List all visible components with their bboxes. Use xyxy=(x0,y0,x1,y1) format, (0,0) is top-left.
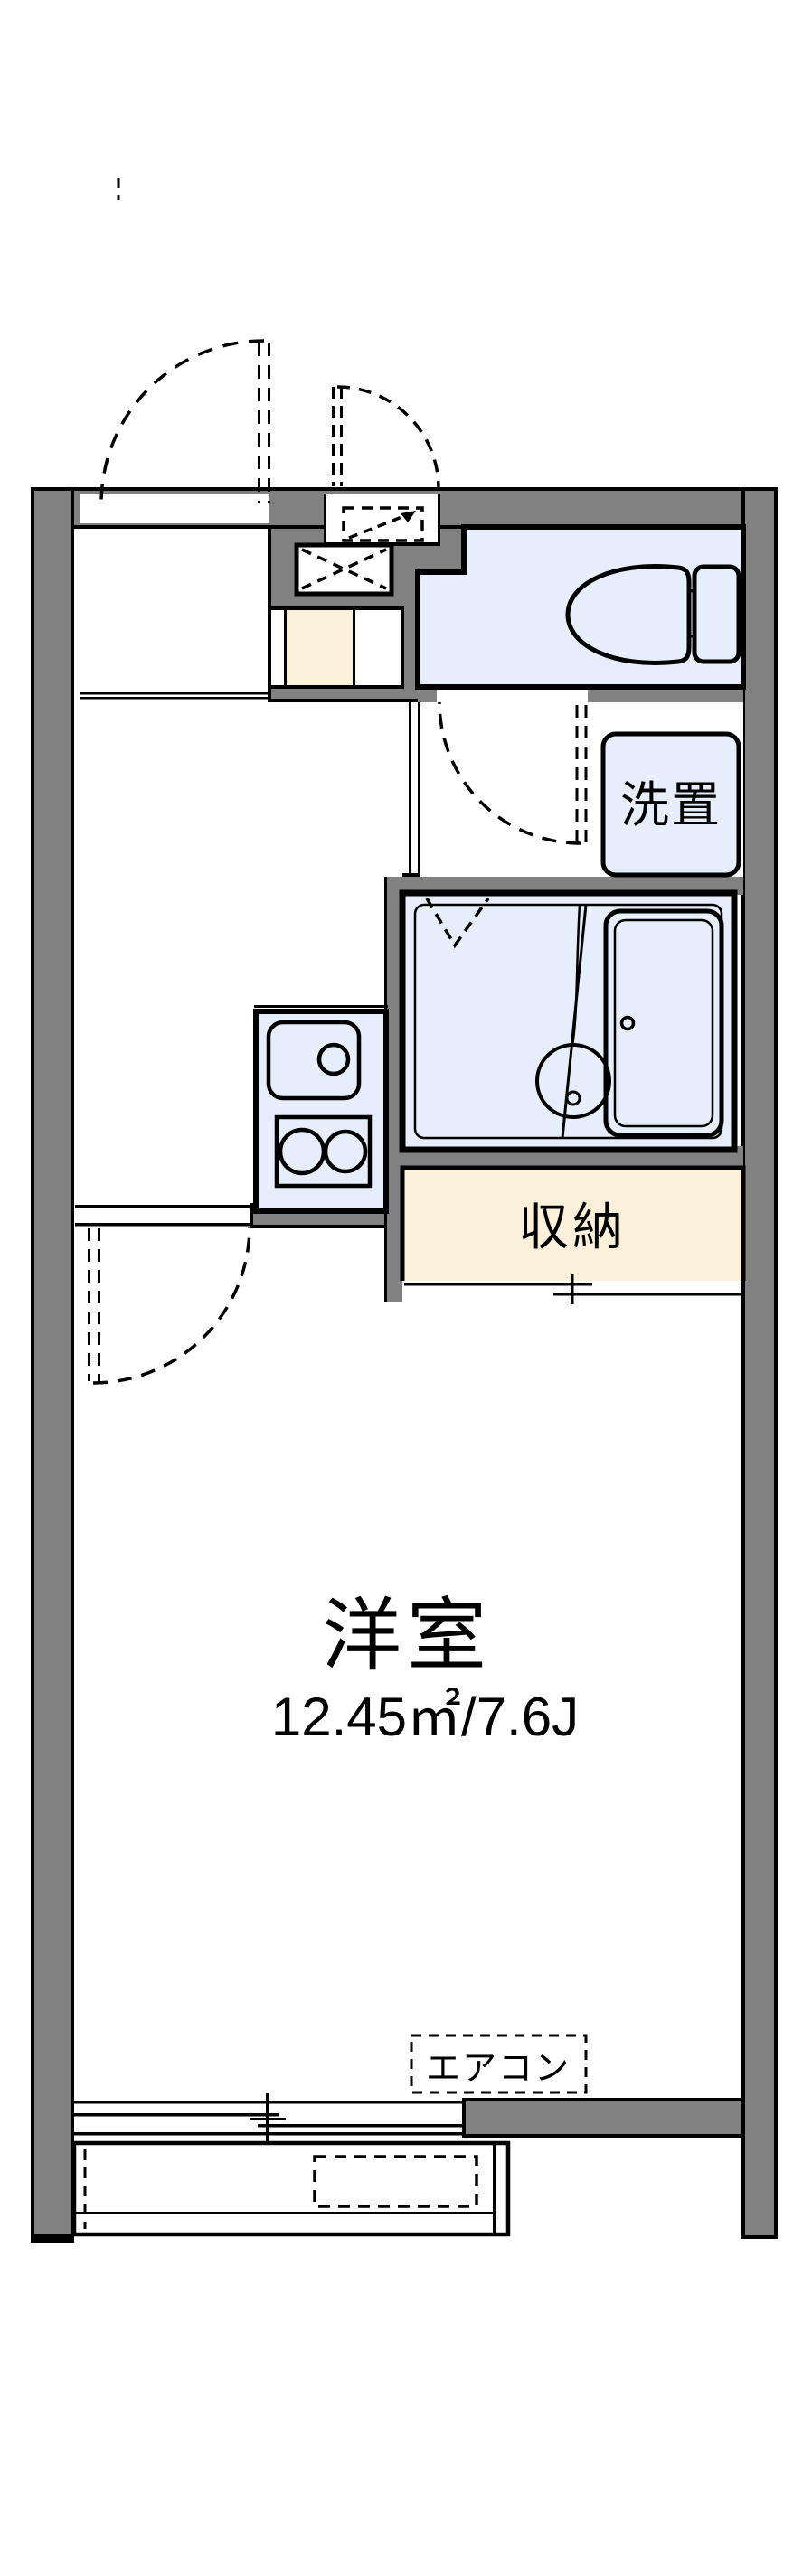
balcony-outline xyxy=(71,2140,511,2237)
entrance-step-line-upper xyxy=(80,692,271,695)
window-lock-tick xyxy=(250,2118,286,2120)
shoe-box-cross-2 xyxy=(301,548,387,590)
western-room-area-label: 12.45㎡/7.6J xyxy=(271,1687,579,1747)
toilet-room xyxy=(415,524,746,702)
toilet-bowl xyxy=(565,564,692,665)
entrance-cabinet xyxy=(268,606,404,689)
bathroom xyxy=(399,889,738,1153)
toilet-door-opening xyxy=(437,690,588,702)
wall-right xyxy=(741,487,778,2239)
storage-sliding-door-left xyxy=(404,1283,592,1286)
meter-door-leaf xyxy=(332,387,343,486)
wall-left xyxy=(31,487,74,2243)
washroom-door-swing-arc xyxy=(438,701,581,845)
western-room: 洋室 12.45㎡/7.6J xyxy=(271,1591,579,1747)
wall-left-end-cap xyxy=(33,2234,74,2242)
meter-hatch-arrowhead xyxy=(401,511,416,522)
entrance-door-swing-arc xyxy=(99,339,265,504)
entrance-doors xyxy=(99,178,440,504)
bath-basin-drain xyxy=(565,1090,581,1106)
entrance-opening xyxy=(80,494,269,523)
aircon-dashed-box xyxy=(410,2034,588,2094)
bathroom-floor xyxy=(399,889,738,1153)
washroom: 洗置 xyxy=(409,701,743,878)
kitchen-stove xyxy=(274,1114,373,1189)
bathtub xyxy=(603,908,724,1138)
bath-door-swing xyxy=(425,897,490,949)
kitchen-faucet xyxy=(316,1042,351,1076)
shoe-box-cross-1 xyxy=(301,548,387,590)
kitchen-counter xyxy=(253,1009,389,1214)
kitchen-sink xyxy=(266,1020,362,1101)
meter-hatch-diagonal xyxy=(348,512,410,540)
wall-bath-left xyxy=(387,877,402,1302)
bathtub-knob xyxy=(619,1015,636,1031)
meter-hatch-dashed-box xyxy=(342,506,424,542)
western-room-door xyxy=(75,1205,251,1385)
western-room-door-leaf xyxy=(88,1228,100,1381)
bathtub-inner xyxy=(613,918,714,1128)
entrance xyxy=(80,542,404,700)
washroom-door-leaf xyxy=(575,705,588,843)
storage-sliding-door-right xyxy=(553,1293,743,1296)
toilet-tank xyxy=(692,564,741,664)
meter-door-swing-arc xyxy=(336,385,440,489)
storage-closet: 収納 xyxy=(400,1165,746,1304)
storage-floor xyxy=(400,1165,746,1281)
laundry-space-box xyxy=(600,731,741,878)
storage-label: 収納 xyxy=(518,1199,627,1255)
balcony-hatch-dashed-box xyxy=(313,2155,478,2208)
storage-sliding-door-tick xyxy=(571,1274,574,1304)
wall-bottom-window-side xyxy=(462,2098,745,2138)
western-room-label: 洋室 xyxy=(322,1591,492,1680)
entrance-step-line-lower xyxy=(80,697,271,700)
laundry-label: 洗置 xyxy=(620,778,722,832)
kitchen xyxy=(253,1005,389,1214)
aircon-unit: エアコン xyxy=(410,2034,588,2094)
kitchen-counter-edge xyxy=(254,1005,388,1008)
bath-basin xyxy=(535,1043,611,1119)
shoe-box xyxy=(294,542,394,597)
stove-burner-right xyxy=(323,1129,368,1174)
entrance-door-leaf xyxy=(258,343,270,503)
bathroom-pipe-line xyxy=(571,904,581,1047)
western-room-door-swing-arc xyxy=(92,1226,251,1385)
entrance-cabinet-cream-cell xyxy=(286,610,353,685)
balcony xyxy=(33,2140,511,2242)
meter-niche xyxy=(324,494,440,546)
window-south xyxy=(74,2093,464,2144)
aircon-label: エアコン xyxy=(426,2050,571,2088)
